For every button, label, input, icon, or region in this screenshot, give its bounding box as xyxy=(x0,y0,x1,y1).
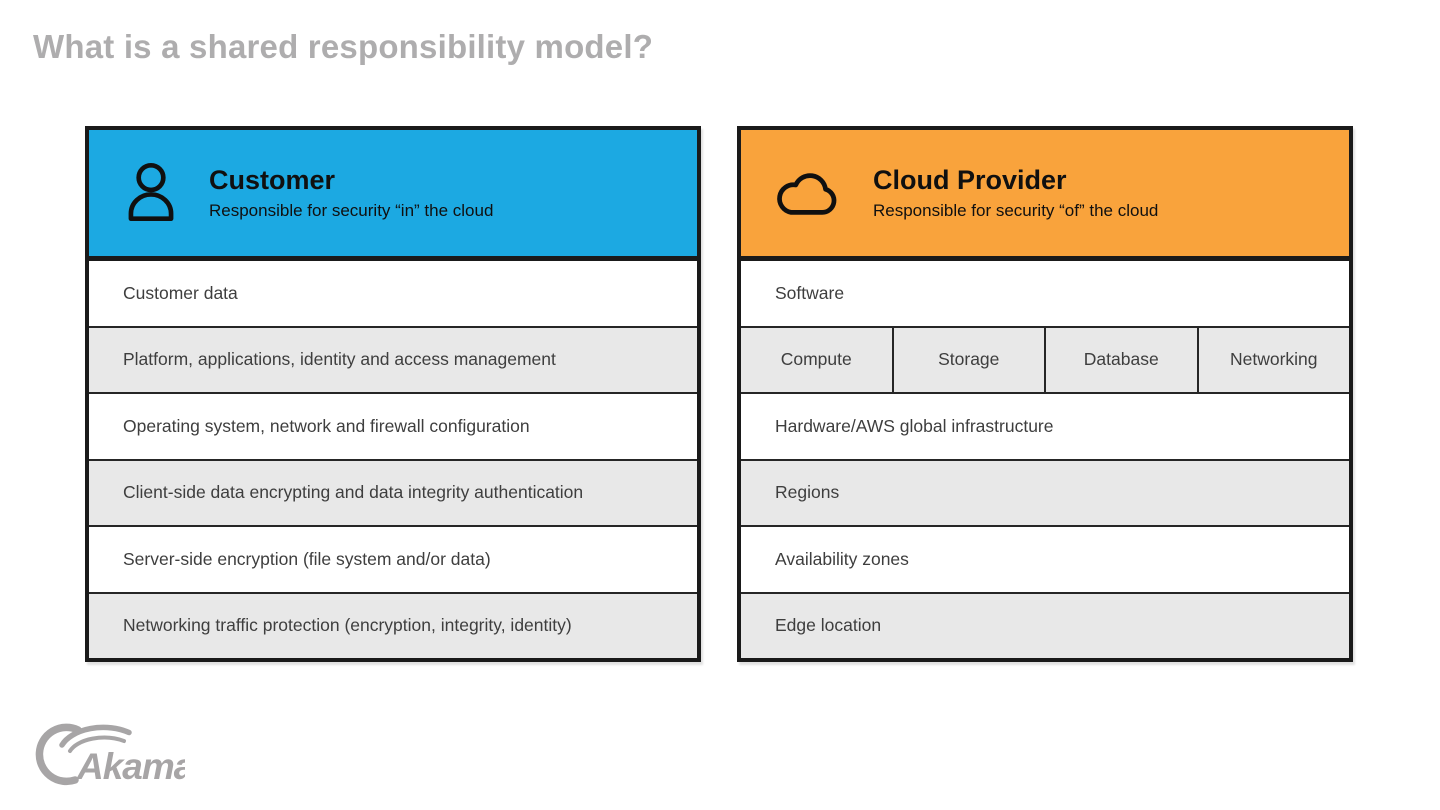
row-customer-data: Customer data xyxy=(89,261,697,326)
row-label: Client-side data encrypting and data int… xyxy=(123,482,584,503)
cloud-provider-panel-title: Cloud Provider xyxy=(873,165,1067,195)
row-label: Platform, applications, identity and acc… xyxy=(123,349,556,370)
cell-storage: Storage xyxy=(891,327,1045,392)
panels-container: Customer Responsible for security “in” t… xyxy=(85,126,1353,662)
row-label: Regions xyxy=(775,482,840,503)
cloud-provider-panel-subtitle: Responsible for security “of” the cloud xyxy=(873,201,1159,220)
cloud-provider-panel: Cloud Provider Responsible for security … xyxy=(737,126,1353,662)
customer-rows: Customer data Platform, applications, id… xyxy=(89,261,697,658)
customer-panel-subtitle: Responsible for security “in” the cloud xyxy=(209,201,494,220)
row-hardware-global-infrastructure: Hardware/AWS global infrastructure xyxy=(741,392,1349,459)
akamai-wordmark: Akamai xyxy=(76,746,185,787)
customer-panel-header: Customer Responsible for security “in” t… xyxy=(89,130,697,261)
row-regions: Regions xyxy=(741,458,1349,525)
row-label: Server-side encryption (file system and/… xyxy=(123,548,491,569)
customer-panel-title: Customer xyxy=(209,165,336,195)
row-label: Availability zones xyxy=(775,548,909,569)
akamai-logo: Akamai xyxy=(33,722,205,790)
customer-header-text: Customer Responsible for security “in” t… xyxy=(209,165,493,221)
person-icon xyxy=(123,160,179,226)
provider-rows: Software Compute Storage Database Networ… xyxy=(741,261,1349,658)
row-label: Customer data xyxy=(123,282,238,303)
customer-panel: Customer Responsible for security “in” t… xyxy=(85,126,701,662)
row-platform-apps-iam: Platform, applications, identity and acc… xyxy=(89,325,697,392)
row-server-side-encryption: Server-side encryption (file system and/… xyxy=(89,525,697,592)
row-compute-storage-database-networking: Compute Storage Database Networking xyxy=(741,325,1350,392)
row-label: Operating system, network and firewall c… xyxy=(123,415,530,436)
row-availability-zones: Availability zones xyxy=(741,525,1349,592)
row-edge-location: Edge location xyxy=(741,591,1349,658)
row-label: Networking traffic protection (encryptio… xyxy=(123,615,572,636)
row-software: Software xyxy=(741,261,1349,326)
page-title: What is a shared responsibility model? xyxy=(33,28,654,65)
cell-networking: Networking xyxy=(1196,327,1350,392)
cell-compute: Compute xyxy=(780,349,852,370)
cloud-icon xyxy=(775,166,843,220)
provider-header-text: Cloud Provider Responsible for security … xyxy=(873,165,1158,221)
row-client-side-encryption: Client-side data encrypting and data int… xyxy=(89,458,697,525)
row-label: Edge location xyxy=(775,615,882,636)
cell-database: Database xyxy=(1044,327,1197,392)
akamai-swoosh-icon: Akamai xyxy=(35,723,205,787)
row-os-network-firewall: Operating system, network and firewall c… xyxy=(89,392,697,459)
row-label: Software xyxy=(775,282,845,303)
row-label: Hardware/AWS global infrastructure xyxy=(775,415,1054,436)
row-networking-traffic-protection: Networking traffic protection (encryptio… xyxy=(89,591,697,658)
cloud-provider-panel-header: Cloud Provider Responsible for security … xyxy=(741,130,1349,261)
